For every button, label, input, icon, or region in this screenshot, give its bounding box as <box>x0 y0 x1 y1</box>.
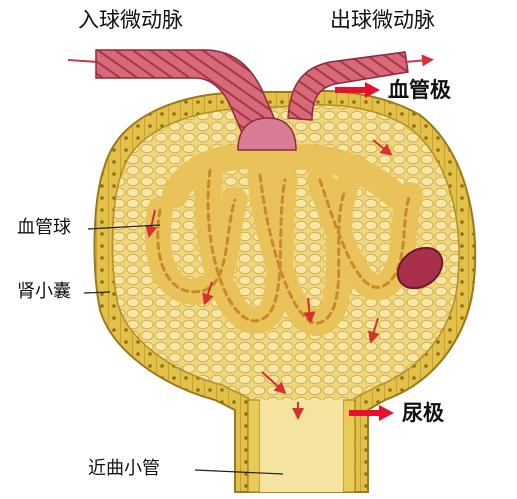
vascular-pole-label: 血管极 <box>388 78 451 102</box>
urinary-pole-arrow <box>349 405 394 421</box>
vascular-stalk <box>237 117 297 151</box>
efferent-arteriole <box>287 51 434 121</box>
proximal-tubule-wall <box>247 399 356 493</box>
flow-arrows <box>145 139 393 420</box>
afferent-arteriole-label: 入球微动脉 <box>78 8 183 32</box>
vascular-pole-arrow <box>335 82 380 98</box>
proximal-tubule-label: 近曲小管 <box>88 458 160 479</box>
leader-lines <box>83 224 284 475</box>
glomerulus-label: 血管球 <box>17 217 71 238</box>
renal-capsule-label: 肾小囊 <box>17 281 71 302</box>
glomerulus-loops <box>144 143 444 336</box>
efferent-arteriole-label: 出球微动脉 <box>330 8 435 32</box>
urinary-pole-label: 尿极 <box>402 401 444 425</box>
